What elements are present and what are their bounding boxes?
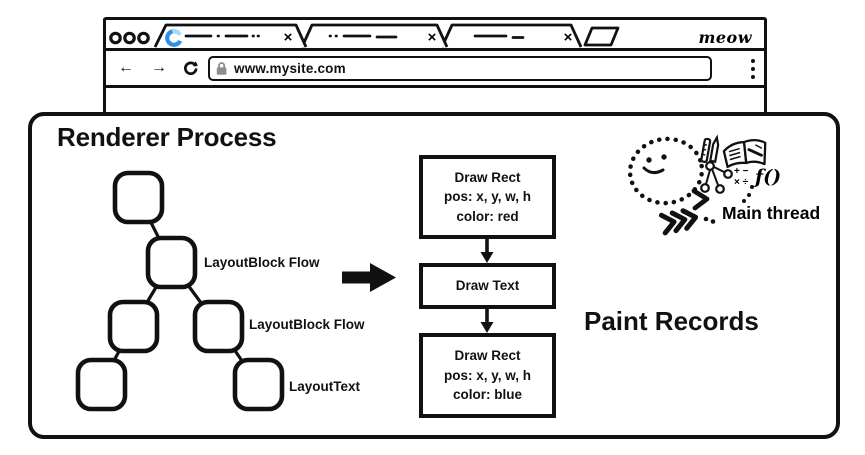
paint-record-line: Draw Rect [454,169,521,185]
spinner-icon [165,29,183,47]
math-doodle: × ÷ [734,177,749,188]
layout-tree-node [192,299,245,354]
browser-window: × × × meow ← → www.mysite.com [103,17,767,120]
layout-node-label: LayoutBlock Flow [249,317,365,332]
ruler-pencil-icon [700,134,720,163]
tab-strip: × × × meow [106,20,764,51]
renderer-process-title: Renderer Process [57,122,277,152]
tab-close-icon[interactable]: × [564,29,573,46]
paint-record-draw-rect-blue: Draw Rect pos: x, y, w, h color: blue [419,333,556,418]
back-button[interactable]: ← [118,59,134,76]
tab-3[interactable] [440,23,583,48]
main-thread-label: Main thread [722,203,820,223]
paint-records-heading: Paint Records [584,306,759,336]
book-icon [722,138,767,169]
tab-close-icon[interactable]: × [284,29,293,46]
paint-record-line: Draw Text [455,278,520,294]
paint-record-line: color: red [456,208,519,224]
url-text: www.mysite.com [234,60,346,76]
layout-tree-node [232,357,285,412]
dotted-trail [703,216,716,224]
window-control-buttons[interactable] [109,31,150,45]
layout-tree-node [75,357,128,412]
chevron-icon [691,188,710,211]
tab-title-scribble [328,34,398,39]
tab-title-scribble [473,34,525,39]
flow-arrow-icon [342,263,396,292]
paint-record-line: pos: x, y, w, h [443,189,531,205]
window-button-icon[interactable] [137,31,150,45]
down-arrow-icon [480,239,494,263]
paint-record-line: pos: x, y, w, h [443,367,531,383]
lock-icon [216,61,227,75]
layout-tree-node [107,299,160,354]
layout-tree-node [112,170,165,225]
browser-toolbar: ← → www.mysite.com [106,51,764,88]
tab-2[interactable] [300,23,449,48]
new-tab-button[interactable] [583,26,620,47]
dotted-loop [627,136,705,206]
layout-tree-node [145,235,198,290]
mini-tree-icon [700,161,733,194]
math-doodle: + − [734,166,749,177]
dotted-trail [742,185,754,203]
window-button-icon[interactable] [123,31,136,45]
main-thread-illustration: + − × ÷ f() Main thread [627,134,820,236]
function-doodle: f() [753,166,781,188]
paint-record-draw-text: Draw Text [419,263,556,309]
layout-node-label: LayoutBlock Flow [204,255,320,270]
down-arrow-icon [480,309,494,333]
window-button-icon[interactable] [109,31,122,45]
layout-tree-diagram [75,170,285,412]
reload-button[interactable] [182,60,198,77]
paint-record-line: color: blue [452,387,522,403]
paint-record-draw-rect-red: Draw Rect pos: x, y, w, h color: red [419,155,556,239]
menu-kebab-icon[interactable] [751,59,755,79]
triple-chevron-icon [658,208,699,236]
paint-record-line: Draw Rect [454,348,521,364]
layout-node-label: LayoutText [289,379,361,394]
brand-text: meow [698,28,752,47]
url-bar[interactable]: www.mysite.com [208,55,712,81]
forward-button[interactable]: → [151,59,167,76]
tab-close-icon[interactable]: × [428,29,437,46]
smiley-face-icon [642,154,667,175]
